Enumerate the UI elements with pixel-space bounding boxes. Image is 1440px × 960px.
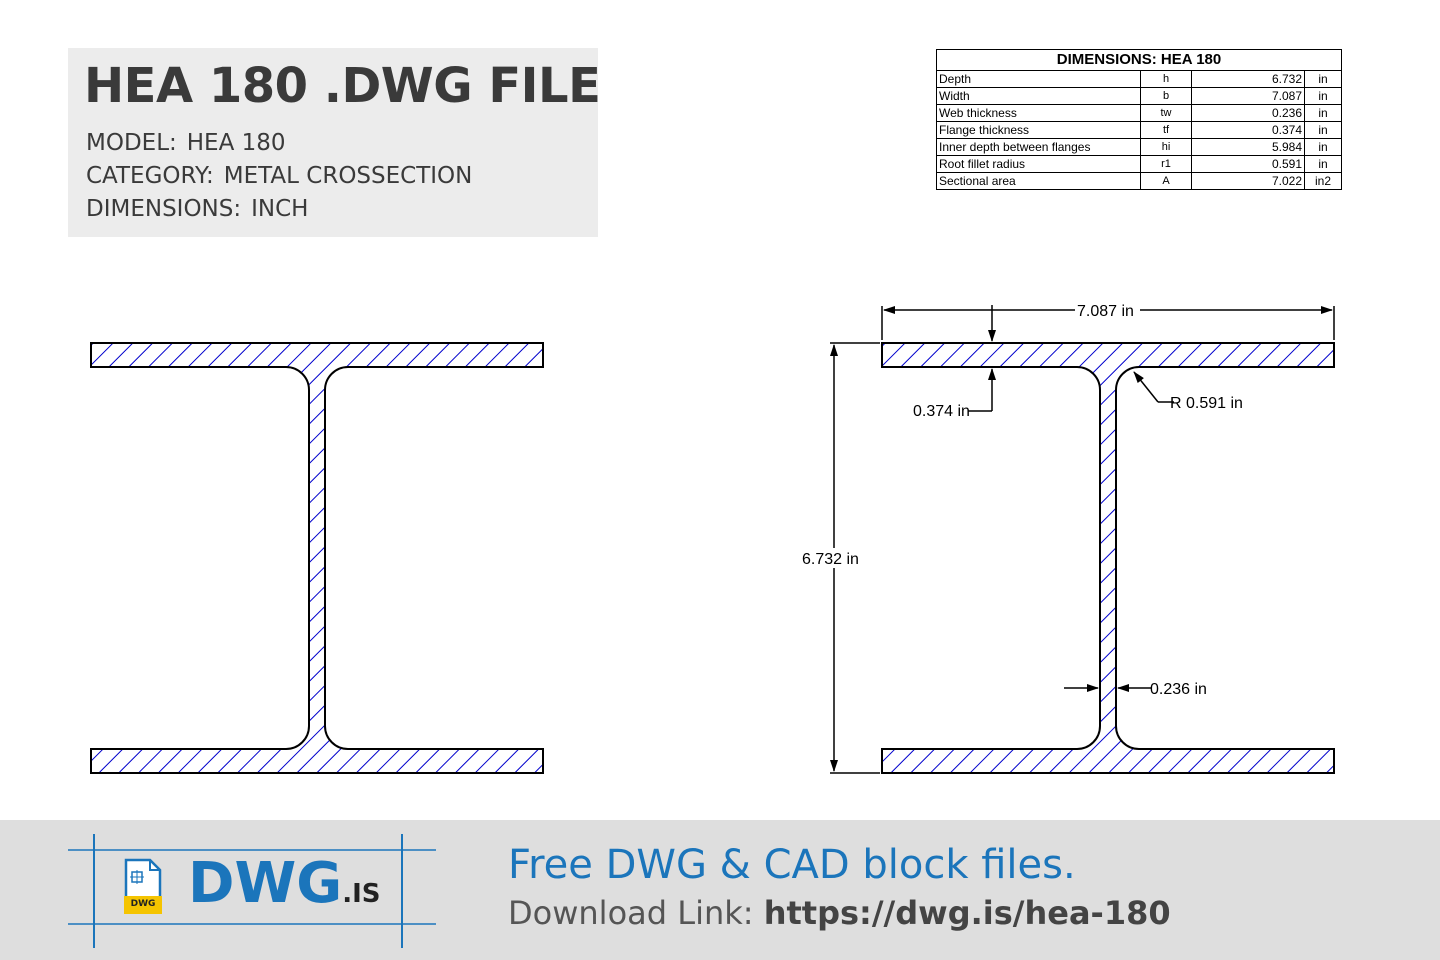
row-unit: in bbox=[1304, 104, 1342, 122]
dimensions-value: INCH bbox=[251, 196, 309, 222]
title-block: HEA 180 .DWG FILE MODEL: HEA 180 CATEGORY… bbox=[68, 48, 601, 237]
logo-main: DWG bbox=[188, 851, 343, 916]
i-beam-section-left bbox=[90, 342, 544, 774]
download-link[interactable]: https://dwg.is/hea-180 bbox=[763, 894, 1171, 932]
logo-frame bbox=[68, 834, 436, 948]
width-dimension bbox=[881, 306, 1335, 340]
page-title: HEA 180 .DWG FILE bbox=[84, 58, 601, 114]
radius-label: R 0.591 in bbox=[1170, 395, 1243, 412]
tagline: Free DWG & CAD block files. bbox=[508, 842, 1076, 888]
file-tag: DWG bbox=[130, 899, 156, 909]
row-name: Web thickness bbox=[936, 104, 1141, 122]
table-row: Sectional area A 7.022 in2 bbox=[936, 172, 1342, 190]
flange-thickness-dimension bbox=[968, 305, 996, 412]
table-row: Flange thickness tf 0.374 in bbox=[936, 121, 1342, 139]
model-value: HEA 180 bbox=[186, 130, 286, 156]
depth-dimension bbox=[830, 342, 880, 774]
category-value: METAL CROSSECTION bbox=[223, 163, 473, 189]
table-row: Width b 7.087 in bbox=[936, 87, 1342, 105]
dimensions-table: DIMENSIONS: HEA 180 Depth h 6.732 in Wid… bbox=[936, 49, 1342, 190]
model-key: MODEL: bbox=[86, 130, 177, 156]
dwg-file-icon: DWG bbox=[122, 858, 164, 916]
logo-suffix: .IS bbox=[342, 879, 381, 909]
category-line: CATEGORY: METAL CROSSECTION bbox=[86, 163, 472, 189]
footer-banner: DWG DWG.IS Free DWG & CAD block files. D… bbox=[0, 820, 1440, 960]
row-name: Sectional area bbox=[936, 172, 1141, 190]
row-unit: in2 bbox=[1304, 172, 1342, 190]
table-row: Depth h 6.732 in bbox=[936, 70, 1342, 88]
logo: DWG.IS bbox=[188, 852, 381, 926]
table-row: Web thickness tw 0.236 in bbox=[936, 104, 1342, 122]
row-value: 7.022 bbox=[1191, 172, 1305, 190]
radius-leader bbox=[1133, 371, 1174, 403]
row-value: 0.236 bbox=[1191, 104, 1305, 122]
width-label: 7.087 in bbox=[1077, 303, 1134, 320]
category-key: CATEGORY: bbox=[86, 163, 214, 189]
dimensions-key: DIMENSIONS: bbox=[86, 196, 242, 222]
row-value: 0.374 bbox=[1191, 121, 1305, 139]
dimensions-line: DIMENSIONS: INCH bbox=[86, 196, 308, 222]
download-line: Download Link: https://dwg.is/hea-180 bbox=[508, 894, 1171, 932]
i-beam-section-right bbox=[881, 342, 1335, 774]
download-label: Download Link: bbox=[508, 894, 754, 932]
flange-thickness-label: 0.374 in bbox=[913, 403, 970, 420]
row-name: Flange thickness bbox=[936, 121, 1141, 139]
depth-label: 6.732 in bbox=[802, 551, 859, 568]
web-thickness-label: 0.236 in bbox=[1150, 681, 1207, 698]
cad-drawing: 7.087 in 0.374 in R 0.591 in 6.732 in 0.… bbox=[90, 303, 1335, 774]
model-line: MODEL: HEA 180 bbox=[86, 130, 286, 156]
